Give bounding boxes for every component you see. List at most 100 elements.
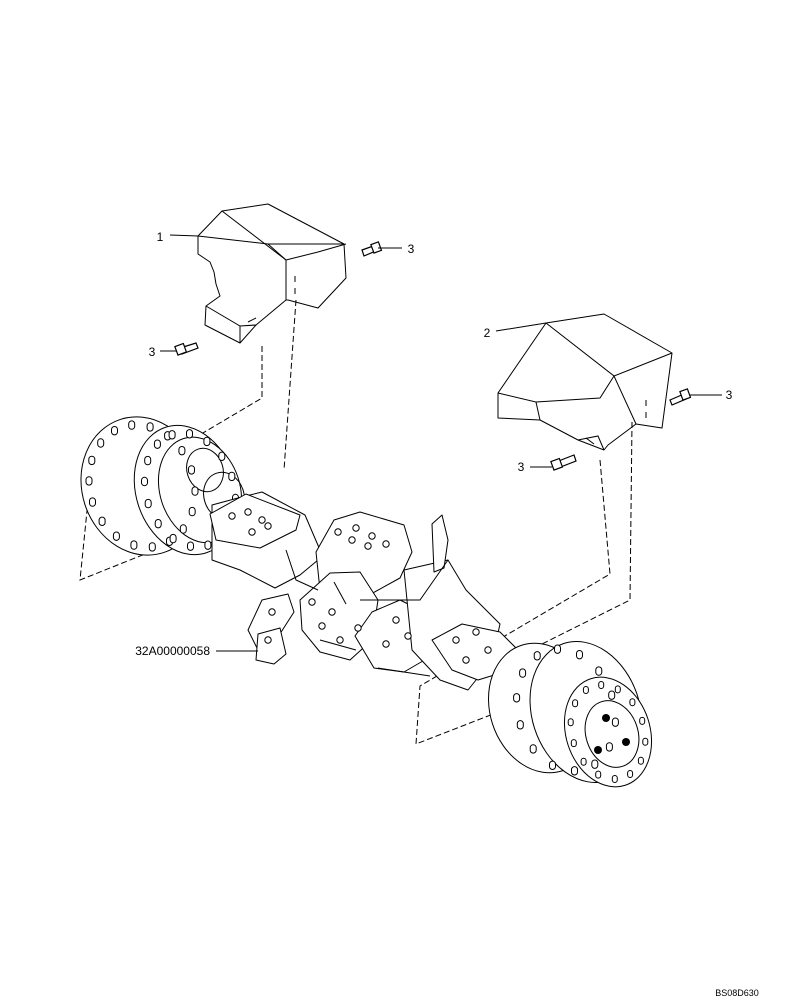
hub-stud bbox=[605, 742, 613, 752]
hub-stud bbox=[571, 766, 578, 776]
hub-stud bbox=[178, 446, 186, 456]
hub-stud bbox=[611, 775, 618, 783]
hub-stud bbox=[580, 757, 587, 766]
axle-fasteners bbox=[228, 508, 492, 664]
hub-stud bbox=[179, 524, 187, 534]
hub-stud bbox=[154, 519, 162, 529]
hub-stud bbox=[203, 436, 211, 447]
hub-stud bbox=[614, 685, 621, 694]
hub-stud bbox=[111, 426, 118, 436]
hub-stud bbox=[85, 476, 93, 486]
hub-stud bbox=[187, 541, 194, 551]
bolt-mid-left bbox=[160, 342, 199, 356]
hub-stud bbox=[637, 756, 644, 765]
hub-stud bbox=[582, 686, 589, 694]
hub-stud bbox=[572, 699, 579, 708]
housing-bolt bbox=[452, 636, 460, 644]
hub-stud bbox=[130, 540, 138, 550]
hub-stud bbox=[168, 430, 176, 440]
callout-shield-left: 1 bbox=[157, 230, 164, 244]
housing-bolt bbox=[348, 536, 356, 544]
bolt-right-upper bbox=[669, 388, 722, 406]
hub-stud bbox=[141, 476, 148, 487]
hub-stud bbox=[146, 422, 154, 432]
hub-stud bbox=[88, 455, 96, 466]
housing-bolt bbox=[392, 616, 400, 624]
callout-bolt-right-upper: 3 bbox=[726, 388, 733, 402]
left-shield bbox=[197, 203, 347, 344]
bolt-right-lower bbox=[530, 454, 577, 471]
hub-stud bbox=[97, 438, 105, 448]
hub-stud bbox=[595, 666, 603, 676]
housing-bolt bbox=[228, 512, 236, 520]
housing-bolt bbox=[484, 646, 492, 654]
housing-bolt bbox=[354, 624, 362, 632]
callout-axle-part-number: 32A00000058 bbox=[135, 644, 210, 658]
housing-bolt bbox=[268, 608, 276, 616]
hub-stud bbox=[598, 681, 605, 689]
callout-bolt-right-lower: 3 bbox=[518, 460, 525, 474]
hub-stud bbox=[627, 770, 634, 778]
hub-stud bbox=[191, 486, 199, 496]
hub-stud bbox=[188, 465, 195, 475]
hub-stud bbox=[218, 451, 226, 462]
hub-stud bbox=[144, 455, 152, 466]
callout-bolt-top-left: 3 bbox=[408, 242, 415, 256]
housing-bolt bbox=[318, 622, 326, 630]
hub-stud bbox=[519, 668, 527, 678]
hub-stud bbox=[529, 744, 537, 754]
hub-stud bbox=[567, 718, 574, 727]
hub-stud bbox=[533, 651, 541, 661]
right-hub-stud-circle bbox=[513, 644, 649, 783]
housing-bolt bbox=[308, 598, 316, 606]
hub-stud bbox=[642, 737, 649, 746]
housing-bolt bbox=[258, 516, 266, 524]
housing-bolt bbox=[462, 656, 470, 664]
hub-stud bbox=[549, 760, 556, 770]
housing-bolt bbox=[264, 522, 272, 530]
housing-bolt bbox=[248, 528, 256, 536]
housing-bolt bbox=[382, 540, 390, 548]
hub-stud bbox=[595, 770, 602, 779]
callout-shield-right: 2 bbox=[484, 326, 491, 340]
hub-stud bbox=[169, 533, 177, 544]
housing-bolt bbox=[352, 524, 360, 532]
hub-stud bbox=[148, 542, 156, 552]
hub-stud bbox=[98, 516, 106, 526]
drawing-reference: BS08D630 bbox=[715, 988, 759, 998]
hub-stud bbox=[144, 498, 152, 509]
hub-stud bbox=[228, 471, 236, 482]
hub-stud bbox=[516, 720, 524, 730]
housing-bolt bbox=[472, 628, 480, 636]
housing-bolt bbox=[244, 508, 252, 516]
hub-stud bbox=[608, 690, 616, 700]
leader-lines bbox=[169, 234, 547, 652]
hub-stud bbox=[576, 650, 583, 660]
hub-stud bbox=[513, 693, 521, 703]
callout-bolt-mid-left: 3 bbox=[149, 345, 156, 359]
hub-stud bbox=[128, 420, 136, 430]
housing-bolt bbox=[404, 632, 412, 640]
hub-stud bbox=[611, 717, 619, 727]
housing-bolt bbox=[328, 608, 336, 616]
hub-stud bbox=[554, 644, 561, 654]
housing-bolt bbox=[264, 636, 272, 644]
hub-stud bbox=[186, 429, 193, 439]
housing-bolt bbox=[382, 640, 390, 648]
housing-bolt bbox=[334, 528, 342, 536]
axle-assembly bbox=[80, 416, 653, 788]
hub-stud bbox=[204, 540, 212, 550]
hub-stud bbox=[639, 716, 646, 725]
housing-bolt bbox=[364, 542, 372, 550]
hub-stud bbox=[188, 506, 196, 517]
hub-stud bbox=[591, 759, 599, 769]
hub-stud bbox=[629, 698, 636, 707]
right-shield bbox=[497, 313, 673, 451]
axle-housing bbox=[209, 491, 521, 691]
housing-bolt bbox=[336, 636, 344, 644]
housing-bolt bbox=[368, 532, 376, 540]
hub-stud bbox=[570, 739, 577, 748]
hub-stud bbox=[153, 439, 161, 449]
